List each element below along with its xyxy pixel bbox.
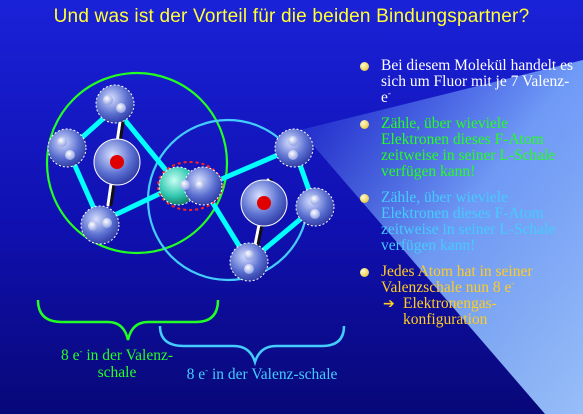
bullet-dot-icon (360, 268, 369, 277)
bullet-item: Zähle, über wieviele Elektronen dieses F… (357, 190, 579, 254)
shared-electron-pair (157, 161, 223, 211)
bullet-dot-icon (360, 194, 369, 203)
right-valence-label: 8 e- in der Valenz-schale (186, 364, 338, 383)
bullet-item: Bei diesem Molekül handelt es sich um Fl… (357, 58, 579, 106)
right-brace (158, 325, 346, 367)
left-valence-shell (45, 71, 229, 255)
bullet-dot-icon (360, 120, 369, 129)
page-title: Und was ist der Vorteil für die beiden B… (53, 6, 530, 27)
left-electron-pairs (47, 84, 135, 245)
bullet-list: Bei diesem Molekül handelt es sich um Fl… (357, 58, 579, 338)
left-brace (36, 299, 220, 341)
left-valence-label: 8 e- in der Valenz-schale (60, 345, 174, 381)
right-arrow-icon: ➔ (383, 296, 395, 312)
bullet-item: Jedes Atom hat in seiner Valenzschale nu… (357, 264, 579, 328)
bullet-dot-icon (360, 62, 369, 71)
bullet-item: Zähle, über wieviele Elektronen dieses F… (357, 116, 579, 180)
conclusion-line: ➔ Elektronengas-konfiguration (383, 295, 497, 328)
right-electron-pairs (229, 128, 335, 282)
